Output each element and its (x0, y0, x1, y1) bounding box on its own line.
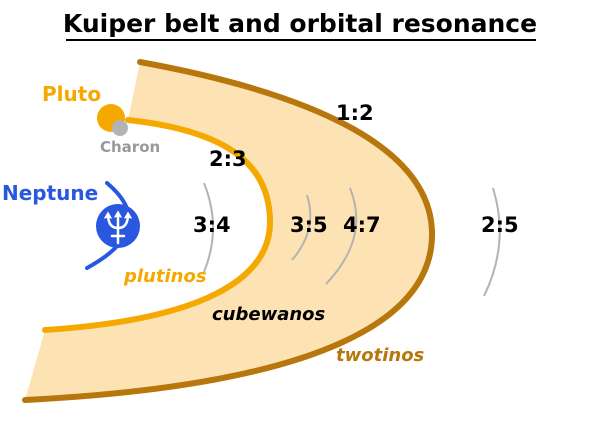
neptune (96, 204, 140, 248)
resonance-arc-4-7 (325, 187, 358, 285)
resonance-label-2-5: 2:5 (481, 213, 519, 237)
plutinos-label: plutinos (123, 266, 207, 287)
neptune-label: Neptune (2, 181, 98, 205)
resonance-label-4-7: 4:7 (343, 213, 381, 237)
charon (112, 120, 128, 136)
trident-icon (104, 210, 132, 245)
twotino-orbit (22, 59, 436, 403)
resonance-label-1-2: 1:2 (336, 101, 374, 125)
resonance-arc-2-5 (483, 187, 501, 297)
pluto-label: Pluto (42, 82, 101, 106)
diagram-title: Kuiper belt and orbital resonance (63, 9, 537, 38)
kuiper-belt-region (25, 62, 433, 400)
twotinos-label: twotinos (336, 345, 425, 366)
resonance-label-2-3: 2:3 (209, 147, 247, 171)
cubewanos-label: cubewanos (212, 304, 326, 325)
resonance-label-3-4: 3:4 (193, 213, 231, 237)
charon-label: Charon (100, 138, 160, 156)
plutino-orbit (42, 117, 274, 333)
resonance-arc-3-4 (203, 182, 214, 273)
resonance-arc-3-5 (291, 194, 312, 261)
resonance-label-3-5: 3:5 (290, 213, 328, 237)
